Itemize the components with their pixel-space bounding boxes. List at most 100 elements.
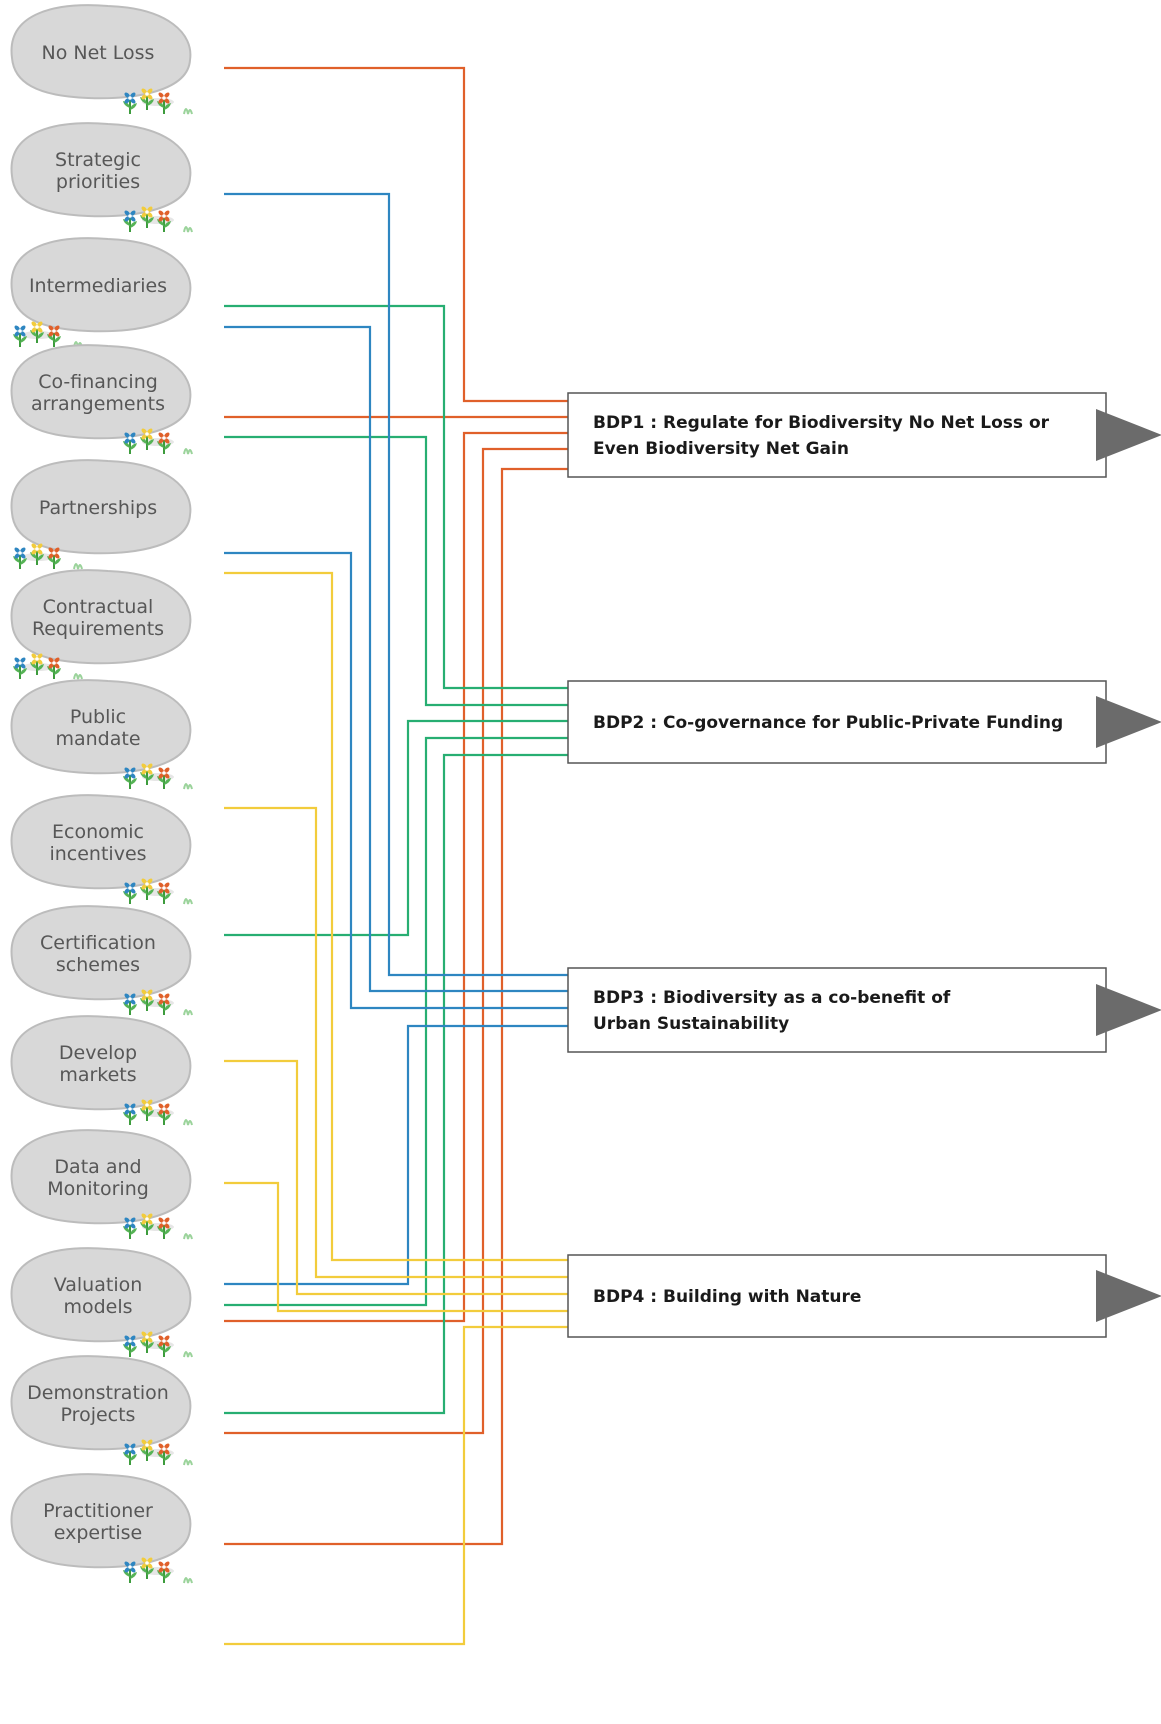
instrument-label: Requirements	[32, 618, 164, 640]
pathway-bdp2: BDP2 : Co-governance for Public-Private …	[567, 680, 1161, 764]
flower-icon	[123, 1439, 193, 1466]
arrow-right-icon	[1096, 409, 1161, 461]
connector-partnerships-to-bdp3	[224, 551, 568, 1010]
instrument-label: arrangements	[31, 393, 165, 415]
instrument-label: Develop	[59, 1042, 137, 1064]
instrument-no-net-loss: No Net Loss	[10, 4, 193, 115]
pathway-label: Even Biodiversity Net Gain	[593, 439, 849, 459]
arrow-right-icon	[1096, 1270, 1161, 1322]
stone-shape	[10, 1247, 192, 1343]
instrument-partnerships: Partnerships	[10, 459, 192, 570]
flower-icon	[123, 1557, 193, 1584]
connector-strategic-priorities-to-bdp3	[224, 192, 568, 977]
connector-demonstration-to-bdp1	[224, 467, 568, 1546]
stone-shape	[10, 122, 192, 218]
connector-economic-incentives-to-bdp2	[224, 719, 568, 937]
stone-shape	[10, 1015, 192, 1111]
connector-data-monitoring-to-bdp3	[224, 1024, 568, 1286]
instrument-label: markets	[59, 1064, 136, 1086]
stone-shape	[10, 1473, 192, 1569]
flower-icon	[123, 1099, 193, 1126]
flower-icon	[123, 88, 193, 115]
flower-icon	[123, 878, 193, 905]
instrument-label: Co-financing	[38, 371, 158, 393]
pathway-box	[567, 680, 1107, 764]
stone-shape	[10, 1129, 192, 1225]
instrument-intermediaries: Intermediaries	[10, 237, 192, 348]
connector-certification-to-bdp4	[224, 1059, 568, 1296]
pathway-boxes: BDP1 : Regulate for Biodiversity No Net …	[567, 392, 1161, 1338]
instrument-label: Demonstration	[27, 1382, 169, 1404]
pathway-bdp1: BDP1 : Regulate for Biodiversity No Net …	[567, 392, 1161, 478]
pathway-label: Urban Sustainability	[593, 1014, 789, 1034]
instrument-label: Public	[70, 706, 126, 728]
flower-icon	[123, 1331, 193, 1358]
stone-shape	[10, 4, 192, 100]
stone-shape	[10, 1355, 192, 1451]
instrument-label: Monitoring	[47, 1178, 149, 1200]
flower-icon	[13, 653, 83, 680]
instrument-label: Contractual	[43, 596, 154, 618]
flower-icon	[13, 543, 83, 570]
pathway-box	[567, 392, 1107, 478]
pathway-box	[567, 1254, 1107, 1338]
connector-partnerships-to-bdp4	[224, 571, 568, 1262]
connector-intermediaries-to-bdp3	[224, 325, 568, 993]
instrument-label: Strategic	[55, 149, 141, 171]
connector-data-monitoring-to-bdp2	[224, 736, 568, 1307]
flower-icon	[123, 206, 193, 233]
arrow-right-icon	[1096, 696, 1161, 748]
connector-no-net-loss-to-bdp1	[224, 66, 568, 403]
instrument-label: expertise	[54, 1522, 142, 1544]
instrument-label: No Net Loss	[42, 42, 155, 64]
instrument-label: priorities	[56, 171, 140, 193]
connector-intermediaries-to-bdp2	[224, 304, 568, 690]
pathway-bdp3: BDP3 : Biodiversity as a co-benefit of Ur…	[567, 967, 1161, 1053]
instrument-label: Economic	[52, 821, 144, 843]
connector-valuation-models-to-bdp1	[224, 447, 568, 1435]
instrument-label: Intermediaries	[29, 275, 167, 297]
instrument-label: models	[63, 1296, 132, 1318]
stone-shape	[10, 344, 192, 440]
connector-develop-markets-to-bdp4	[224, 1181, 568, 1313]
instrument-label: schemes	[56, 954, 140, 976]
instrument-label: Certification	[40, 932, 156, 954]
instrument-label: Valuation	[54, 1274, 143, 1296]
flower-icon	[123, 1213, 193, 1240]
pathway-label: BDP3 : Biodiversity as a co-benefit of	[593, 988, 951, 1008]
instrument-stones: No Net LossStrategicprioritiesIntermedia…	[10, 4, 193, 1584]
pathway-label: BDP4 : Building with Nature	[593, 1287, 861, 1307]
flower-icon	[123, 989, 193, 1016]
instrument-label: incentives	[49, 843, 146, 865]
instrument-label: Practitioner	[43, 1500, 153, 1522]
stone-shape	[10, 679, 192, 775]
pathway-bdp4: BDP4 : Building with Nature	[567, 1254, 1161, 1338]
connector-lines	[224, 66, 568, 1646]
flower-icon	[123, 428, 193, 455]
connector-co-financing-to-bdp2	[224, 435, 568, 707]
connector-public-mandate-to-bdp4	[224, 806, 568, 1279]
instrument-label: Data and	[54, 1156, 141, 1178]
instrument-label: mandate	[55, 728, 140, 750]
pathway-label: BDP1 : Regulate for Biodiversity No Net …	[593, 413, 1050, 433]
instrument-label: Partnerships	[39, 497, 157, 519]
stone-shape	[10, 794, 192, 890]
flower-icon	[123, 763, 193, 790]
connector-data-monitoring-to-bdp1	[224, 431, 568, 1323]
instrument-label: Projects	[61, 1404, 136, 1426]
stone-shape	[10, 905, 192, 1001]
connector-valuation-models-to-bdp2	[224, 753, 568, 1415]
pathway-box	[567, 967, 1107, 1053]
pathway-label: BDP2 : Co-governance for Public-Private …	[593, 713, 1063, 733]
